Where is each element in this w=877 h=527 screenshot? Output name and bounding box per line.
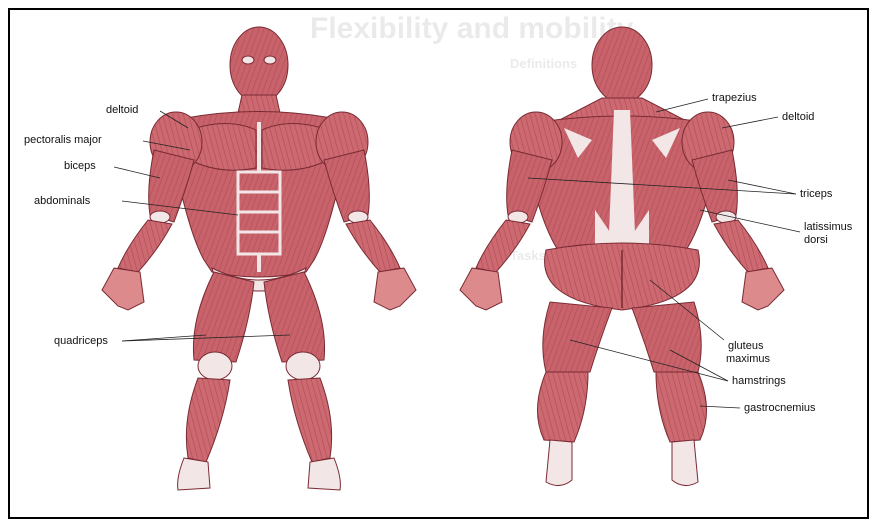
label-dorsi: dorsi <box>804 234 828 246</box>
label-biceps: biceps <box>64 160 96 172</box>
label-maximus: maximus <box>726 353 770 365</box>
label-latissimus: latissimus <box>804 221 852 233</box>
label-abdominals: abdominals <box>34 195 90 207</box>
leader-deltoid-right <box>722 117 778 128</box>
label-gastrocnemius: gastrocnemius <box>744 402 816 414</box>
label-hamstrings: hamstrings <box>732 375 786 387</box>
label-pectoralis-major: pectoralis major <box>24 134 102 146</box>
diagram-frame: Flexibility and mobility Definitions Tas… <box>8 8 869 519</box>
label-deltoid-right: deltoid <box>782 111 814 123</box>
label-quadriceps: quadriceps <box>54 335 108 347</box>
label-gluteus: gluteus <box>728 340 763 352</box>
label-trapezius: trapezius <box>712 92 757 104</box>
muscle-diagram <box>10 10 869 519</box>
leader-trapezius <box>656 99 708 112</box>
front-figure <box>102 27 416 490</box>
label-deltoid-left: deltoid <box>106 104 138 116</box>
label-triceps: triceps <box>800 188 832 200</box>
